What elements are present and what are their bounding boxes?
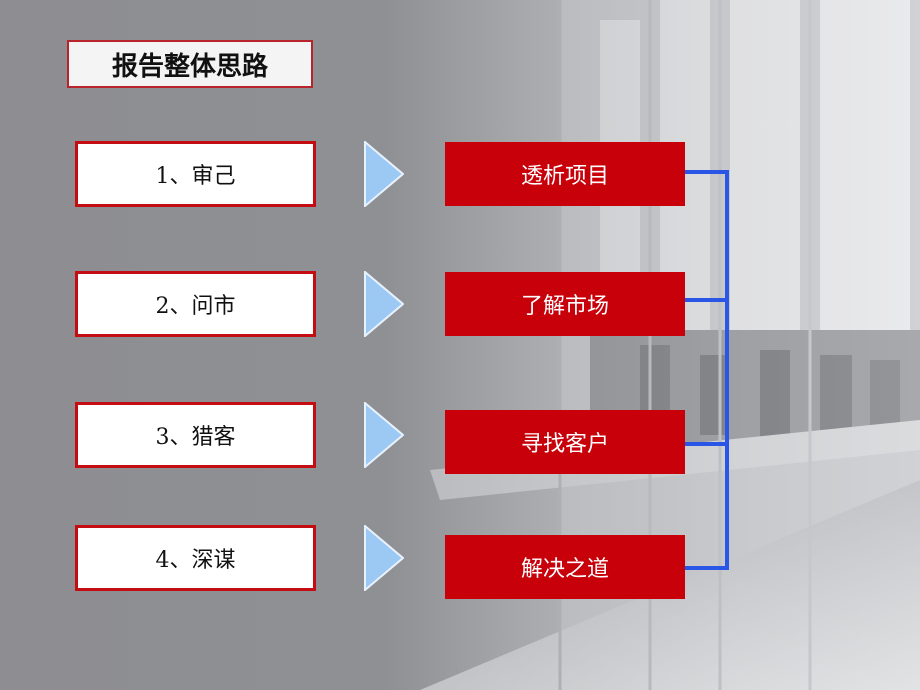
goal-box-3: 寻找客户: [445, 410, 685, 474]
goal-box-4: 解决之道: [445, 535, 685, 599]
goal-box-2: 了解市场: [445, 272, 685, 336]
arrow-right-icon: [364, 271, 404, 337]
page-title: 报告整体思路: [67, 40, 313, 88]
step-box-3: 3、猎客: [75, 402, 316, 468]
step-box-4: 4、深谋: [75, 525, 316, 591]
step-box-2: 2、问市: [75, 271, 316, 337]
goal-box-1: 透析项目: [445, 142, 685, 206]
arrow-right-icon: [364, 402, 404, 468]
arrow-right-icon: [364, 141, 404, 207]
arrow-right-icon: [364, 525, 404, 591]
step-box-1: 1、审己: [75, 141, 316, 207]
